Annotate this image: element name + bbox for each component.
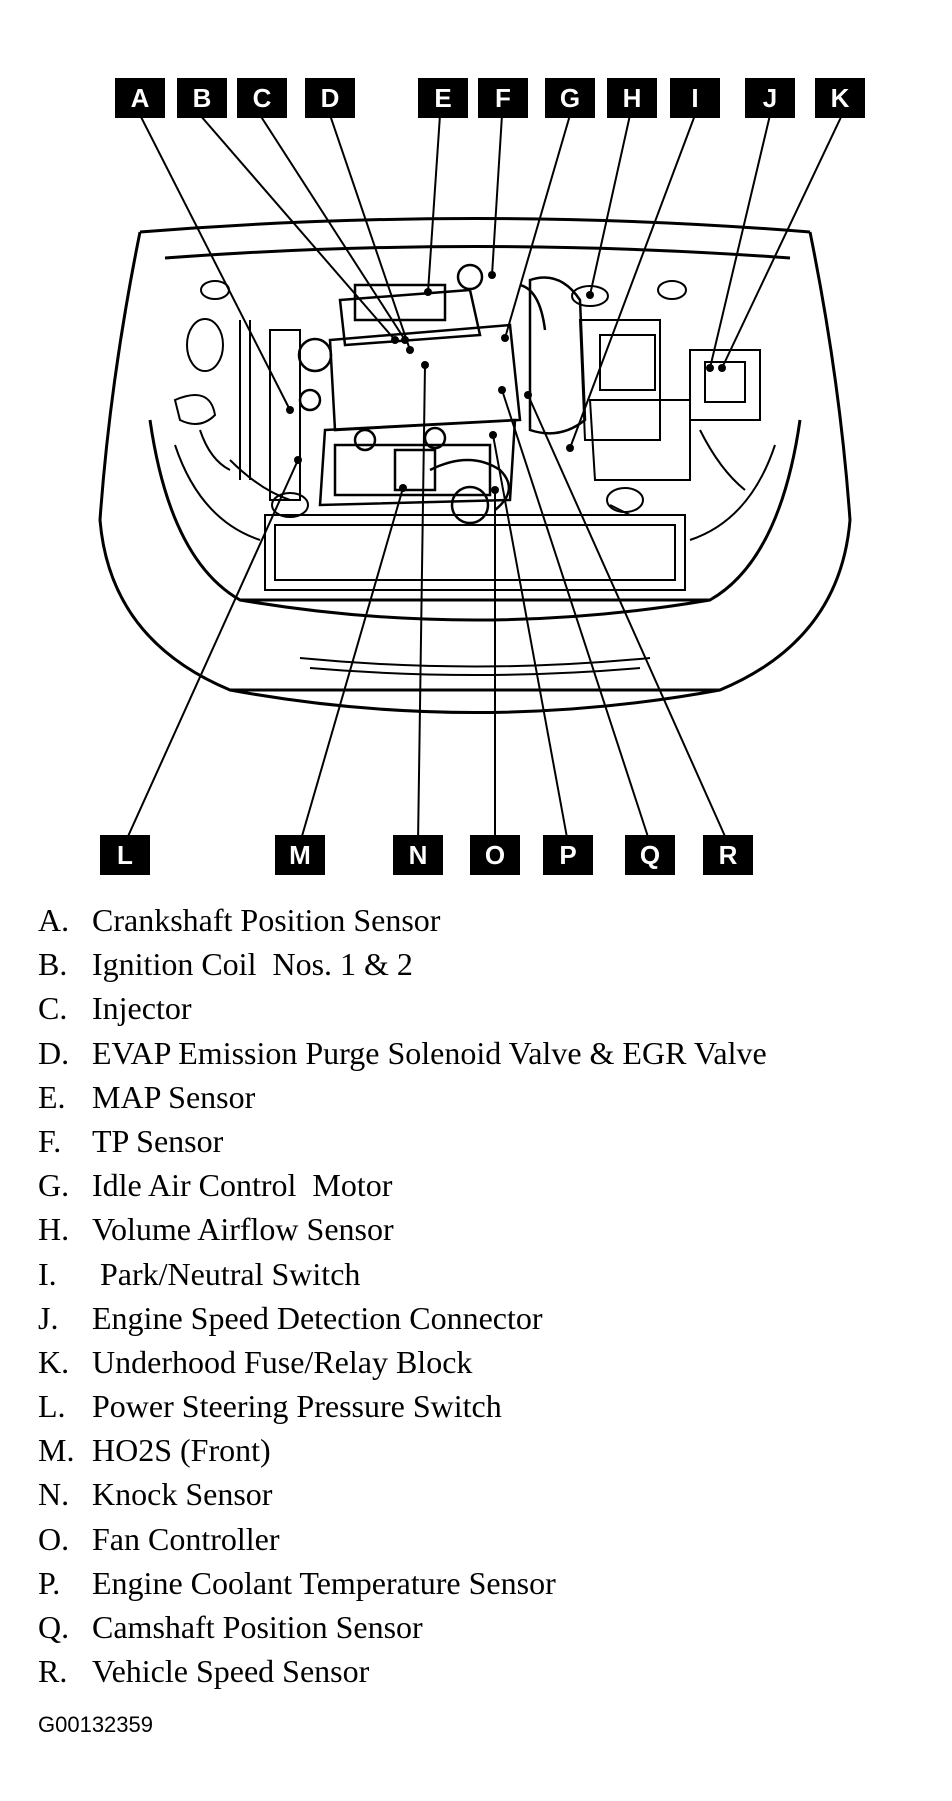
legend-item: I. Park/Neutral Switch bbox=[38, 1255, 361, 1292]
callout-l: L bbox=[100, 835, 150, 875]
component-legend: A.Crankshaft Position Sensor B.Ignition … bbox=[38, 898, 938, 1693]
svg-text:E: E bbox=[434, 83, 451, 113]
figure-code: G00132359 bbox=[38, 1712, 153, 1737]
callout-k: K bbox=[815, 78, 865, 118]
legend-item: D.EVAP Emission Purge Solenoid Valve & E… bbox=[38, 1034, 767, 1071]
legend-item: A.Crankshaft Position Sensor bbox=[38, 902, 441, 938]
callout-c: C bbox=[237, 78, 287, 118]
callout-g: G bbox=[545, 78, 595, 118]
svg-text:O: O bbox=[485, 840, 505, 870]
svg-text:P: P bbox=[559, 840, 576, 870]
legend-item: L.Power Steering Pressure Switch bbox=[38, 1388, 502, 1425]
legend-item: K.Underhood Fuse/Relay Block bbox=[38, 1343, 473, 1380]
svg-text:G: G bbox=[560, 83, 580, 113]
legend-item: B.Ignition Coil Nos. 1 & 2 bbox=[38, 946, 413, 983]
svg-text:B: B bbox=[193, 83, 212, 113]
left-components bbox=[173, 280, 309, 518]
svg-text:R: R bbox=[719, 840, 738, 870]
callout-a: A bbox=[115, 78, 165, 118]
callout-m: M bbox=[275, 835, 325, 875]
callout-q: Q bbox=[625, 835, 675, 875]
svg-text:C: C bbox=[253, 83, 272, 113]
svg-text:D: D bbox=[321, 83, 340, 113]
legend-item: P.Engine Coolant Temperature Sensor bbox=[38, 1564, 556, 1601]
legend-item: G.Idle Air Control Motor bbox=[38, 1167, 393, 1204]
legend-item: M.HO2S (Front) bbox=[38, 1432, 271, 1469]
svg-text:K: K bbox=[831, 83, 850, 113]
engine bbox=[297, 263, 587, 525]
engine-bay-diagram: A B C D E F G H I J K L M N O P Q R bbox=[98, 78, 865, 875]
svg-text:I: I bbox=[691, 83, 698, 113]
svg-text:J: J bbox=[763, 83, 777, 113]
callout-f: F bbox=[478, 78, 528, 118]
callout-r: R bbox=[703, 835, 753, 875]
svg-text:Q: Q bbox=[640, 840, 660, 870]
callout-j: J bbox=[745, 78, 795, 118]
legend-item: C.Injector bbox=[38, 990, 192, 1027]
legend-item: H.Volume Airflow Sensor bbox=[38, 1211, 394, 1248]
car-body-outline bbox=[98, 217, 852, 714]
svg-text:H: H bbox=[623, 83, 642, 113]
legend-item: E.MAP Sensor bbox=[38, 1078, 256, 1115]
callout-o: O bbox=[470, 835, 520, 875]
callout-h: H bbox=[607, 78, 657, 118]
legend-item: J.Engine Speed Detection Connector bbox=[38, 1299, 543, 1336]
leader-lines bbox=[124, 114, 843, 844]
legend-item: F.TP Sensor bbox=[38, 1122, 224, 1159]
callout-n: N bbox=[393, 835, 443, 875]
callout-b: B bbox=[177, 78, 227, 118]
legend-item: N.Knock Sensor bbox=[38, 1476, 273, 1513]
svg-text:F: F bbox=[495, 83, 511, 113]
callout-p: P bbox=[543, 835, 593, 875]
legend-item: R.Vehicle Speed Sensor bbox=[38, 1653, 370, 1690]
callout-i: I bbox=[670, 78, 720, 118]
legend-item: Q.Camshaft Position Sensor bbox=[38, 1609, 423, 1645]
svg-text:L: L bbox=[117, 840, 133, 870]
svg-text:A: A bbox=[131, 83, 150, 113]
radiator bbox=[264, 514, 686, 591]
svg-text:M: M bbox=[289, 840, 311, 870]
right-components bbox=[571, 280, 761, 516]
callout-d: D bbox=[305, 78, 355, 118]
callout-e: E bbox=[418, 78, 468, 118]
svg-text:N: N bbox=[409, 840, 428, 870]
legend-item: O.Fan Controller bbox=[38, 1520, 280, 1557]
leader-dots bbox=[286, 271, 726, 494]
